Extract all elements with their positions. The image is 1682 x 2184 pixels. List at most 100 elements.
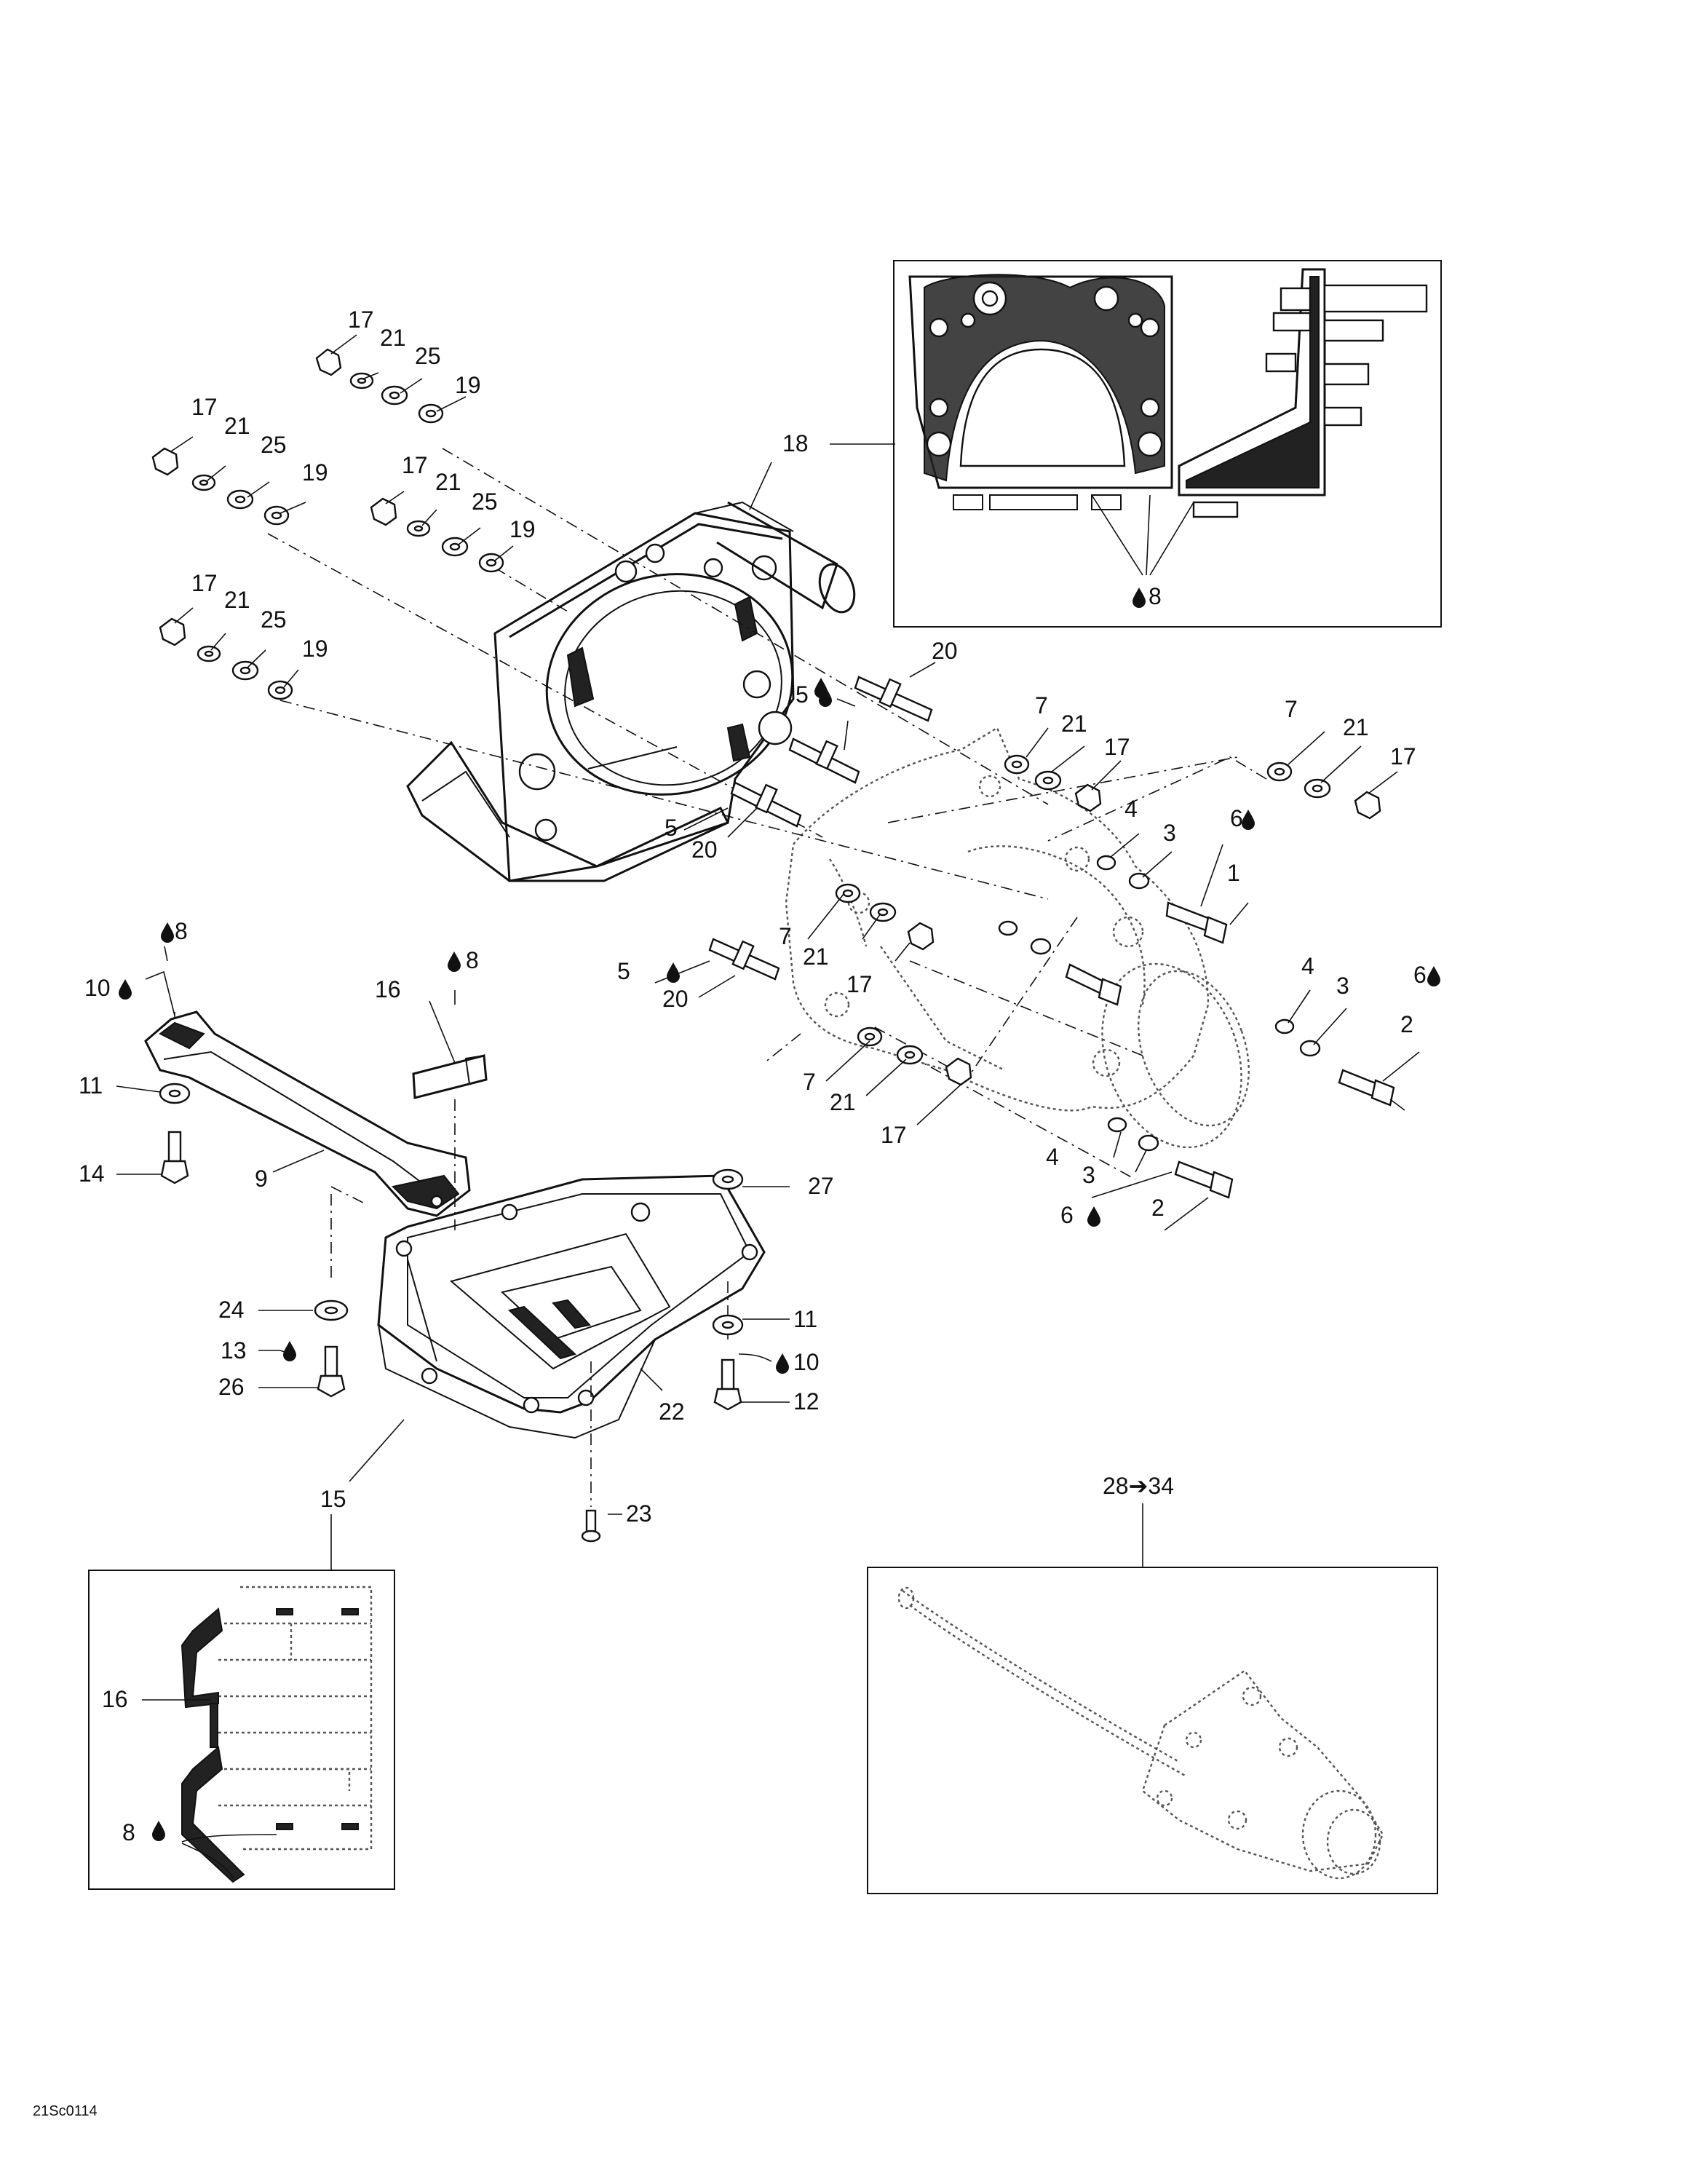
callout-25b: 25 xyxy=(261,432,287,458)
figure-code: 21Sc0114 xyxy=(33,2103,98,2119)
hardware-stack-upper-3 xyxy=(370,497,504,573)
callout-2a: 2 xyxy=(1400,1011,1413,1037)
callout-6c: 6 xyxy=(1060,1202,1074,1228)
inset-box-housing-detail xyxy=(893,260,1442,628)
callout-26: 26 xyxy=(218,1374,245,1400)
lubricant-drop-icon-8a xyxy=(161,922,174,943)
callout-21h: 21 xyxy=(830,1089,856,1115)
callout-22: 22 xyxy=(659,1398,685,1425)
callout-23: 23 xyxy=(626,1500,652,1527)
jet-pump-housing xyxy=(785,727,1250,1149)
callout-20c: 20 xyxy=(662,986,689,1012)
ride-shoe xyxy=(144,1010,471,1217)
callout-7b: 7 xyxy=(1285,696,1298,722)
callout-12: 12 xyxy=(793,1388,820,1415)
callout-8b: 8 xyxy=(175,918,188,944)
callout-6b: 6 xyxy=(1413,962,1427,988)
callout-21b: 21 xyxy=(224,413,250,439)
lubricant-drop-icon-6c xyxy=(1087,1206,1100,1227)
callout-28-34: 28➔34 xyxy=(1103,1473,1174,1499)
ride-plate xyxy=(377,1174,766,1439)
callout-8d: 8 xyxy=(122,1819,135,1845)
callout-25a: 25 xyxy=(415,343,441,369)
callout-11a: 11 xyxy=(79,1072,103,1099)
callout-20b: 20 xyxy=(691,836,718,863)
callout-19b: 19 xyxy=(302,459,328,486)
callout-19a: 19 xyxy=(455,372,481,398)
callout-24: 24 xyxy=(218,1297,245,1323)
lubricant-drop-icon-8b xyxy=(448,951,461,972)
lubricant-drop-icon-6a xyxy=(1242,810,1255,830)
lubricant-drop-icon-10b xyxy=(776,1353,789,1374)
inset-box-pump-detail xyxy=(867,1567,1438,1894)
callout-15: 15 xyxy=(320,1486,346,1512)
callout-7d: 7 xyxy=(803,1069,816,1095)
callout-16b: 16 xyxy=(102,1686,128,1712)
callout-21d: 21 xyxy=(224,587,250,613)
callout-19d: 19 xyxy=(302,636,328,662)
callout-10b: 10 xyxy=(793,1349,820,1375)
lubricant-drop-icon-8c xyxy=(152,1821,165,1841)
callout-2b: 2 xyxy=(1151,1195,1165,1221)
hardware-stack-right xyxy=(1266,761,1381,820)
callout-3b: 3 xyxy=(1336,973,1349,999)
callout-3c: 3 xyxy=(1082,1162,1095,1188)
callout-17d: 17 xyxy=(191,570,218,596)
callout-21a: 21 xyxy=(380,325,406,351)
callout-14: 14 xyxy=(79,1160,105,1187)
callout-4a: 4 xyxy=(1124,796,1138,822)
callout-5b: 5 xyxy=(665,815,678,841)
callout-6a: 6 xyxy=(1230,805,1243,831)
inset-box-ride-plate-detail xyxy=(88,1570,395,1890)
callout-13: 13 xyxy=(221,1337,247,1364)
lubricant-drop-icon xyxy=(1132,587,1146,608)
callout-17e: 17 xyxy=(1104,734,1130,760)
callout-4b: 4 xyxy=(1301,953,1314,979)
callout-18: 18 xyxy=(782,430,809,456)
callout-27: 27 xyxy=(808,1173,834,1199)
callout-5c: 5 xyxy=(617,958,630,984)
leader-lines xyxy=(116,334,1420,1701)
callout-8c: 8 xyxy=(466,947,479,973)
callout-1: 1 xyxy=(1227,860,1240,886)
lower-left-hardware xyxy=(159,1083,744,1543)
callout-25d: 25 xyxy=(261,606,287,633)
callout-5a: 5 xyxy=(796,681,809,708)
jet-pump-support-housing xyxy=(406,501,856,882)
callout-10a: 10 xyxy=(84,975,111,1001)
callout-17f: 17 xyxy=(1390,743,1416,769)
callout-21e: 21 xyxy=(1061,711,1087,737)
callout-9: 9 xyxy=(255,1166,268,1192)
callout-11b: 11 xyxy=(793,1306,817,1332)
callout-16a: 16 xyxy=(375,976,401,1002)
callout-21f: 21 xyxy=(1343,714,1369,740)
callout-17a: 17 xyxy=(348,306,374,333)
spacer-block xyxy=(412,1054,488,1099)
hardware-stack-upper-2 xyxy=(151,447,290,526)
lubricant-drop-icon-5c xyxy=(814,678,828,698)
callout-labels: 1 2 2 3 3 3 4 4 4 5 5 5 6 6 6 7 7 7 7 8 … xyxy=(79,306,1427,1845)
lubricant-drop-icon-5b xyxy=(667,962,680,983)
callout-20a: 20 xyxy=(932,638,958,664)
callout-17g: 17 xyxy=(846,971,873,997)
callout-25c: 25 xyxy=(472,488,498,515)
callout-8-inset: 8 xyxy=(1149,583,1162,609)
hardware-stack-center-mid xyxy=(835,883,935,951)
assembly-centerlines xyxy=(174,448,1267,1507)
callout-7c: 7 xyxy=(779,923,792,949)
callout-17b: 17 xyxy=(191,394,218,420)
hardware-stack-upper-4 xyxy=(159,617,293,700)
hardware-stack-center-low xyxy=(857,1026,972,1086)
bolt-group-right xyxy=(998,855,1395,1199)
callout-21c: 21 xyxy=(435,469,461,495)
studs xyxy=(708,676,933,981)
lubricant-drop-icon-10a xyxy=(119,979,132,1000)
callout-7a: 7 xyxy=(1035,692,1048,719)
callout-17h: 17 xyxy=(881,1122,907,1148)
callout-19c: 19 xyxy=(509,516,536,542)
callout-4c: 4 xyxy=(1046,1144,1059,1170)
lubricant-drop-icon-6b xyxy=(1427,966,1440,986)
callout-3a: 3 xyxy=(1163,820,1176,846)
callout-21g: 21 xyxy=(803,943,829,970)
